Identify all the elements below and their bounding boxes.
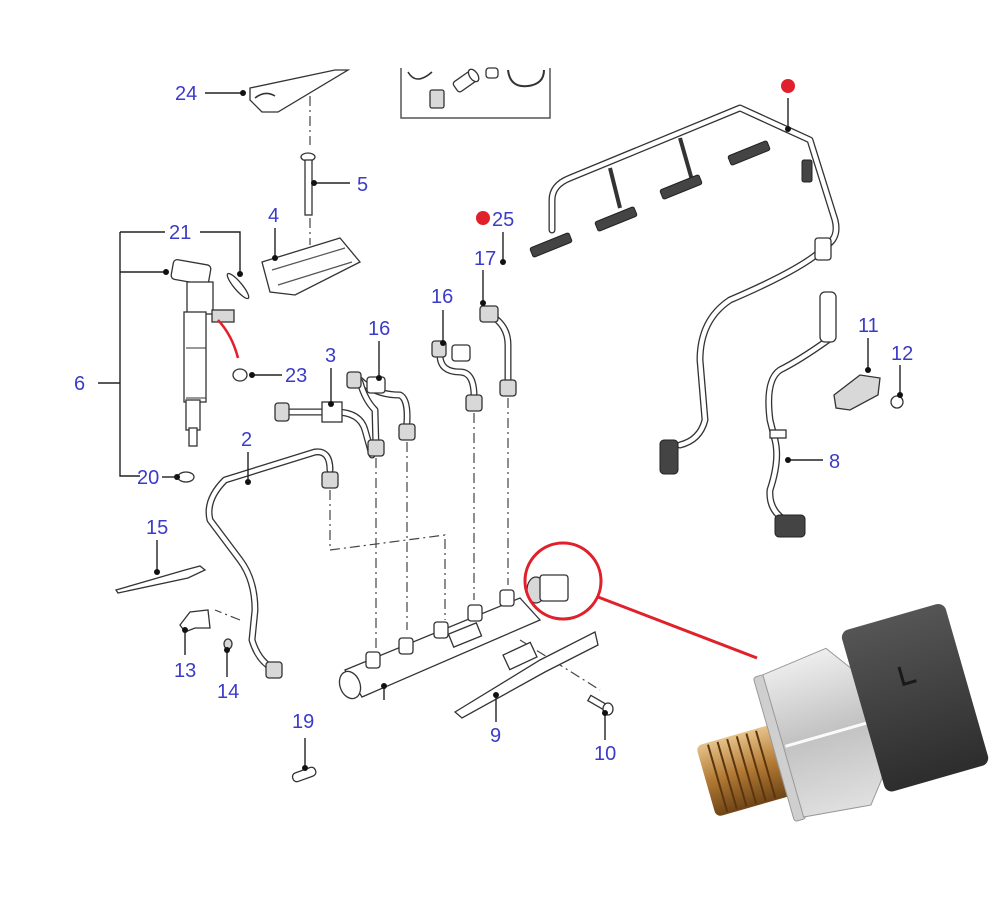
part-5-stud [300, 152, 316, 245]
part-21-oring [226, 272, 250, 300]
part-6-injector [170, 259, 235, 447]
part-11-sensor [833, 374, 881, 411]
part-4-clamp [261, 237, 362, 296]
part-19-pin [291, 766, 317, 783]
red-marker-harness [781, 79, 795, 93]
part-24-cover [249, 69, 351, 145]
part-10-bolt [586, 694, 614, 716]
red-arrow [217, 319, 240, 359]
callout-16b: 16 [431, 286, 453, 308]
callout-19: 19 [292, 711, 314, 733]
callouts: 24 5 4 21 6 23 20 3 16 16 17 25 [74, 79, 913, 771]
part-15-glowplug [114, 565, 207, 594]
part-8-hose [765, 291, 837, 538]
callout-9: 9 [490, 725, 501, 747]
callout-4: 4 [268, 205, 279, 227]
callout-23: 23 [285, 365, 307, 387]
part-9-bracket [453, 631, 599, 719]
part-2-pipe [205, 448, 339, 679]
callout-24: 24 [175, 83, 197, 105]
part-20-washer [177, 471, 195, 483]
pressure-sensor-photo [697, 603, 989, 822]
callout-14: 14 [217, 681, 239, 703]
callout-13: 13 [174, 660, 196, 682]
part-12-nut [890, 395, 904, 409]
callout-10: 10 [594, 743, 616, 765]
part-23-washer [232, 368, 248, 382]
callout-17: 17 [474, 248, 496, 270]
callout-21: 21 [169, 222, 191, 244]
leak-off-harness [529, 104, 840, 475]
callout-6: 6 [74, 373, 85, 395]
callout-11: 11 [858, 315, 879, 337]
red-marker-25 [476, 211, 490, 225]
highlight-pointer [597, 595, 758, 660]
callout-20: 20 [137, 467, 159, 489]
callout-3: 3 [325, 345, 336, 367]
highlight-circle [523, 541, 603, 621]
callout-8: 8 [829, 451, 840, 473]
callout-12: 12 [891, 343, 913, 365]
pressure-sensor-drawing [526, 574, 569, 604]
callout-16a: 16 [368, 318, 390, 340]
callout-5: 5 [357, 174, 368, 196]
callout-2: 2 [241, 429, 252, 451]
injection-pipes [274, 305, 517, 459]
callout-15: 15 [146, 517, 168, 539]
small-parts-kit-box [400, 67, 551, 119]
callout-25: 25 [492, 209, 514, 231]
fuel-rail [338, 589, 542, 700]
